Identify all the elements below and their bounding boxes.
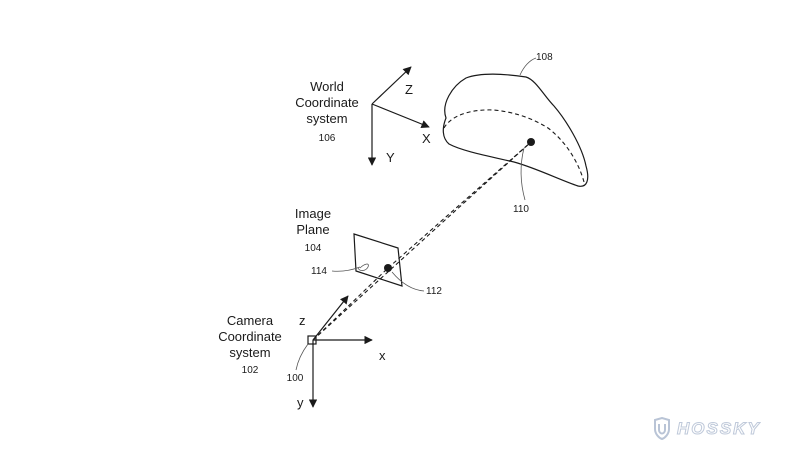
image-curve-leader xyxy=(331,266,361,272)
camera-origin-leader xyxy=(295,343,309,371)
projection-ray-to-image xyxy=(312,267,389,341)
object-hidden-edge xyxy=(443,109,585,183)
image-point-ref-number: 112 xyxy=(426,286,442,297)
camera-label-line-2: Coordinate xyxy=(218,329,282,344)
camera-z-axis xyxy=(312,295,349,341)
world-label-line-3: system xyxy=(306,111,347,126)
object-ref-number: 108 xyxy=(536,52,553,63)
image-plane-ref-number: 104 xyxy=(305,243,322,254)
watermark-text: HOSSKY xyxy=(677,419,761,439)
world-label-line-2: Coordinate xyxy=(295,95,359,110)
camera-origin-box xyxy=(307,335,317,345)
image-point xyxy=(384,264,392,272)
image-curve-ref-number: 114 xyxy=(311,266,327,277)
world-z-axis xyxy=(371,66,412,105)
projection-ray-through-plane xyxy=(387,141,532,269)
image-point-leader xyxy=(391,271,425,292)
watermark-logo: HOSSKY xyxy=(652,415,761,443)
world-x-axis xyxy=(371,103,430,129)
object-ref-leader xyxy=(519,57,537,76)
world-label-line-1: World xyxy=(310,79,344,94)
world-coordinate-system: Z X Y World Coordinate system 106 xyxy=(295,66,431,166)
camera-origin-ref-number: 100 xyxy=(287,373,304,384)
world-x-label: X xyxy=(422,131,431,146)
object: 108 110 xyxy=(442,52,589,215)
camera-x-label: x xyxy=(379,348,386,363)
watermark-shield-icon xyxy=(654,417,670,441)
image-plane-label-line-1: Image xyxy=(295,206,331,221)
object-point-leader xyxy=(520,147,526,201)
image-plane-rect xyxy=(353,233,403,287)
camera-coordinate-system: z x y Camera Coordinate system 102 100 xyxy=(218,295,386,410)
object-outline xyxy=(442,73,589,187)
camera-ref-number: 102 xyxy=(242,365,259,376)
camera-label-line-3: system xyxy=(229,345,270,360)
image-plane-label-line-2: Plane xyxy=(296,222,329,237)
projection-ray-upper xyxy=(312,141,532,341)
object-point-ref-number: 110 xyxy=(513,204,529,215)
camera-y-label: y xyxy=(297,395,304,410)
world-y-label: Y xyxy=(386,150,395,165)
camera-label-line-1: Camera xyxy=(227,313,274,328)
world-ref-number: 106 xyxy=(319,133,336,144)
image-curve xyxy=(357,263,369,271)
world-z-label: Z xyxy=(405,82,413,97)
camera-z-label: z xyxy=(299,313,306,328)
image-plane: 112 114 Image Plane 104 xyxy=(295,141,532,297)
